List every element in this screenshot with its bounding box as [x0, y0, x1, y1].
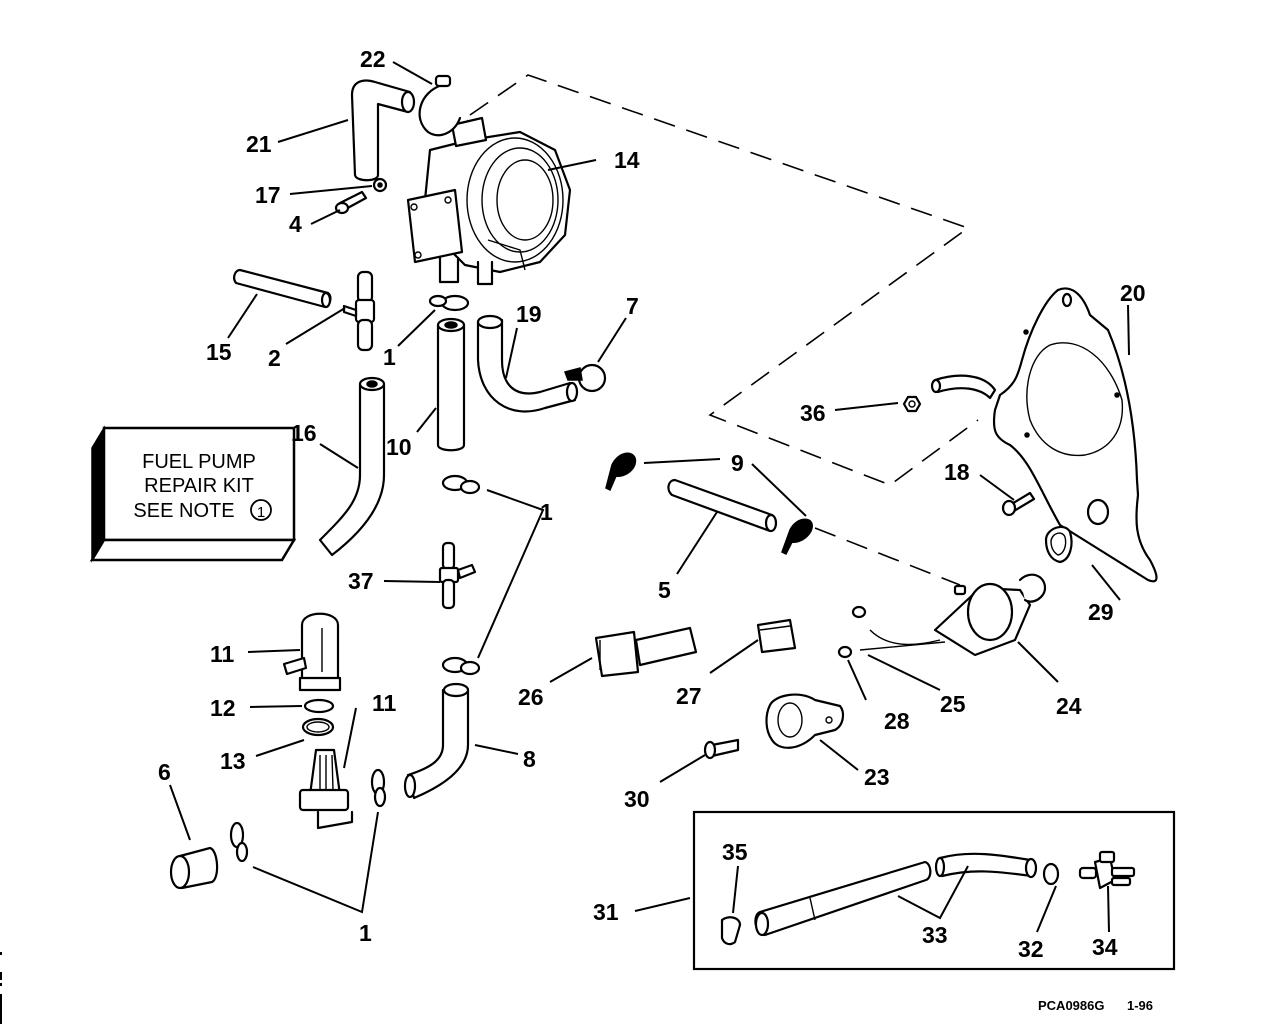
- callout-28: 28: [884, 708, 910, 734]
- bolt-icon: [1001, 491, 1036, 517]
- clamp-icon: [564, 363, 607, 393]
- nut-icon: [902, 395, 922, 413]
- callout-5: 5: [658, 577, 671, 603]
- callout-6: 6: [158, 759, 171, 785]
- scan-edge-marks: [0, 952, 2, 1024]
- callout-36: 36: [800, 400, 826, 426]
- callout-12: 12: [210, 695, 236, 721]
- kit-text-line3: SEE NOTE: [133, 500, 234, 522]
- hose-icon: [667, 478, 778, 533]
- grommet-icon: [1044, 525, 1073, 564]
- clamp-icon: [781, 518, 813, 556]
- callout-22: 22: [360, 46, 386, 72]
- repair-kit-box: FUEL PUMP REPAIR KIT SEE NOTE 1: [89, 425, 297, 563]
- callout-34: 34: [1092, 934, 1118, 960]
- tee-fitting-icon: [438, 541, 477, 610]
- bracket-icon: [765, 693, 845, 749]
- callout-27: 27: [676, 683, 702, 709]
- dashed-link-solenoid: [814, 527, 961, 586]
- callout-1-middle: 1: [540, 499, 553, 525]
- hose-icon: [436, 317, 466, 452]
- elbow-hose-icon: [350, 79, 416, 182]
- callout-18: 18: [944, 459, 970, 485]
- hose-icon: [934, 852, 1038, 879]
- callout-7: 7: [626, 293, 639, 319]
- leader-lines: [169, 61, 1130, 933]
- clip-icon: [720, 916, 742, 946]
- fuel-line-kit-box: [692, 810, 1176, 971]
- clamp-icon: [441, 474, 481, 495]
- drawing-date: 1-96: [1127, 998, 1153, 1013]
- kit-text-line1: FUEL PUMP: [142, 451, 256, 473]
- kit-note-number: 1: [257, 504, 265, 521]
- callout-17: 17: [255, 182, 281, 208]
- tee-fitting-icon: [342, 270, 376, 352]
- kit-text-line2: REPAIR KIT: [144, 475, 254, 497]
- callout-33: 33: [922, 922, 948, 948]
- screw-icon: [703, 738, 740, 760]
- hose-icon: [754, 860, 932, 937]
- callout-1-top: 1: [383, 344, 396, 370]
- clamp-icon: [428, 294, 470, 312]
- connector-icon: [1078, 850, 1136, 890]
- callout-25: 25: [940, 691, 966, 717]
- plug-icon: [169, 846, 219, 890]
- hose-icon: [233, 268, 332, 309]
- clamp-icon: [1042, 862, 1060, 886]
- callout-31: 31: [593, 899, 619, 925]
- clamp-icon: [605, 452, 637, 492]
- callout-21: 21: [246, 131, 272, 157]
- callout-19: 19: [516, 301, 542, 327]
- callout-10: 10: [386, 434, 412, 460]
- callout-labels: 22 21 14 17 4 15 2 1 19 7 20 16 10 36 9 …: [158, 46, 1146, 962]
- callout-13: 13: [220, 748, 246, 774]
- callout-9: 9: [731, 450, 744, 476]
- fuel-pump-icon: [406, 116, 572, 286]
- formed-hose-icon: [318, 376, 386, 557]
- callout-35: 35: [722, 839, 748, 865]
- callout-2: 2: [268, 345, 281, 371]
- drawing-code: PCA0986G: [1038, 998, 1104, 1013]
- terminal-nut-icon: [837, 605, 867, 659]
- o-ring-icon: [303, 698, 335, 714]
- clamp-icon: [418, 74, 462, 137]
- filter-icon: [298, 748, 354, 830]
- callout-15: 15: [206, 339, 232, 365]
- gasket-icon: [301, 717, 335, 737]
- callout-11-filter: 11: [372, 690, 397, 716]
- callout-20: 20: [1120, 280, 1146, 306]
- clamp-icon: [370, 768, 387, 808]
- callout-30: 30: [624, 786, 650, 812]
- callout-8: 8: [523, 746, 536, 772]
- callout-14: 14: [614, 147, 640, 173]
- formed-hose-icon: [476, 314, 579, 413]
- filter-cup-icon: [282, 612, 342, 692]
- connector-icon: [756, 618, 797, 654]
- callout-24: 24: [1056, 693, 1082, 719]
- callout-29: 29: [1088, 599, 1114, 625]
- formed-hose-icon: [403, 682, 470, 800]
- callout-37: 37: [348, 568, 374, 594]
- clamp-icon: [229, 821, 249, 863]
- callout-16: 16: [291, 420, 317, 446]
- vent-hose-icon: [930, 374, 997, 400]
- callout-1-bottom: 1: [359, 920, 372, 946]
- callout-23: 23: [864, 764, 890, 790]
- note-circle-icon: [250, 499, 272, 521]
- callout-11-cup: 11: [210, 641, 235, 667]
- washer-hole-icon: [377, 182, 383, 188]
- callout-26: 26: [518, 684, 544, 710]
- callout-32: 32: [1018, 936, 1044, 962]
- clamp-icon: [441, 656, 481, 676]
- primer-solenoid-icon: [859, 573, 1047, 657]
- callout-4: 4: [289, 211, 302, 237]
- dashed-outline: [469, 74, 979, 486]
- connector-icon: [594, 626, 698, 678]
- screw-icon: [334, 190, 368, 215]
- gasket-plate-icon: [992, 287, 1158, 583]
